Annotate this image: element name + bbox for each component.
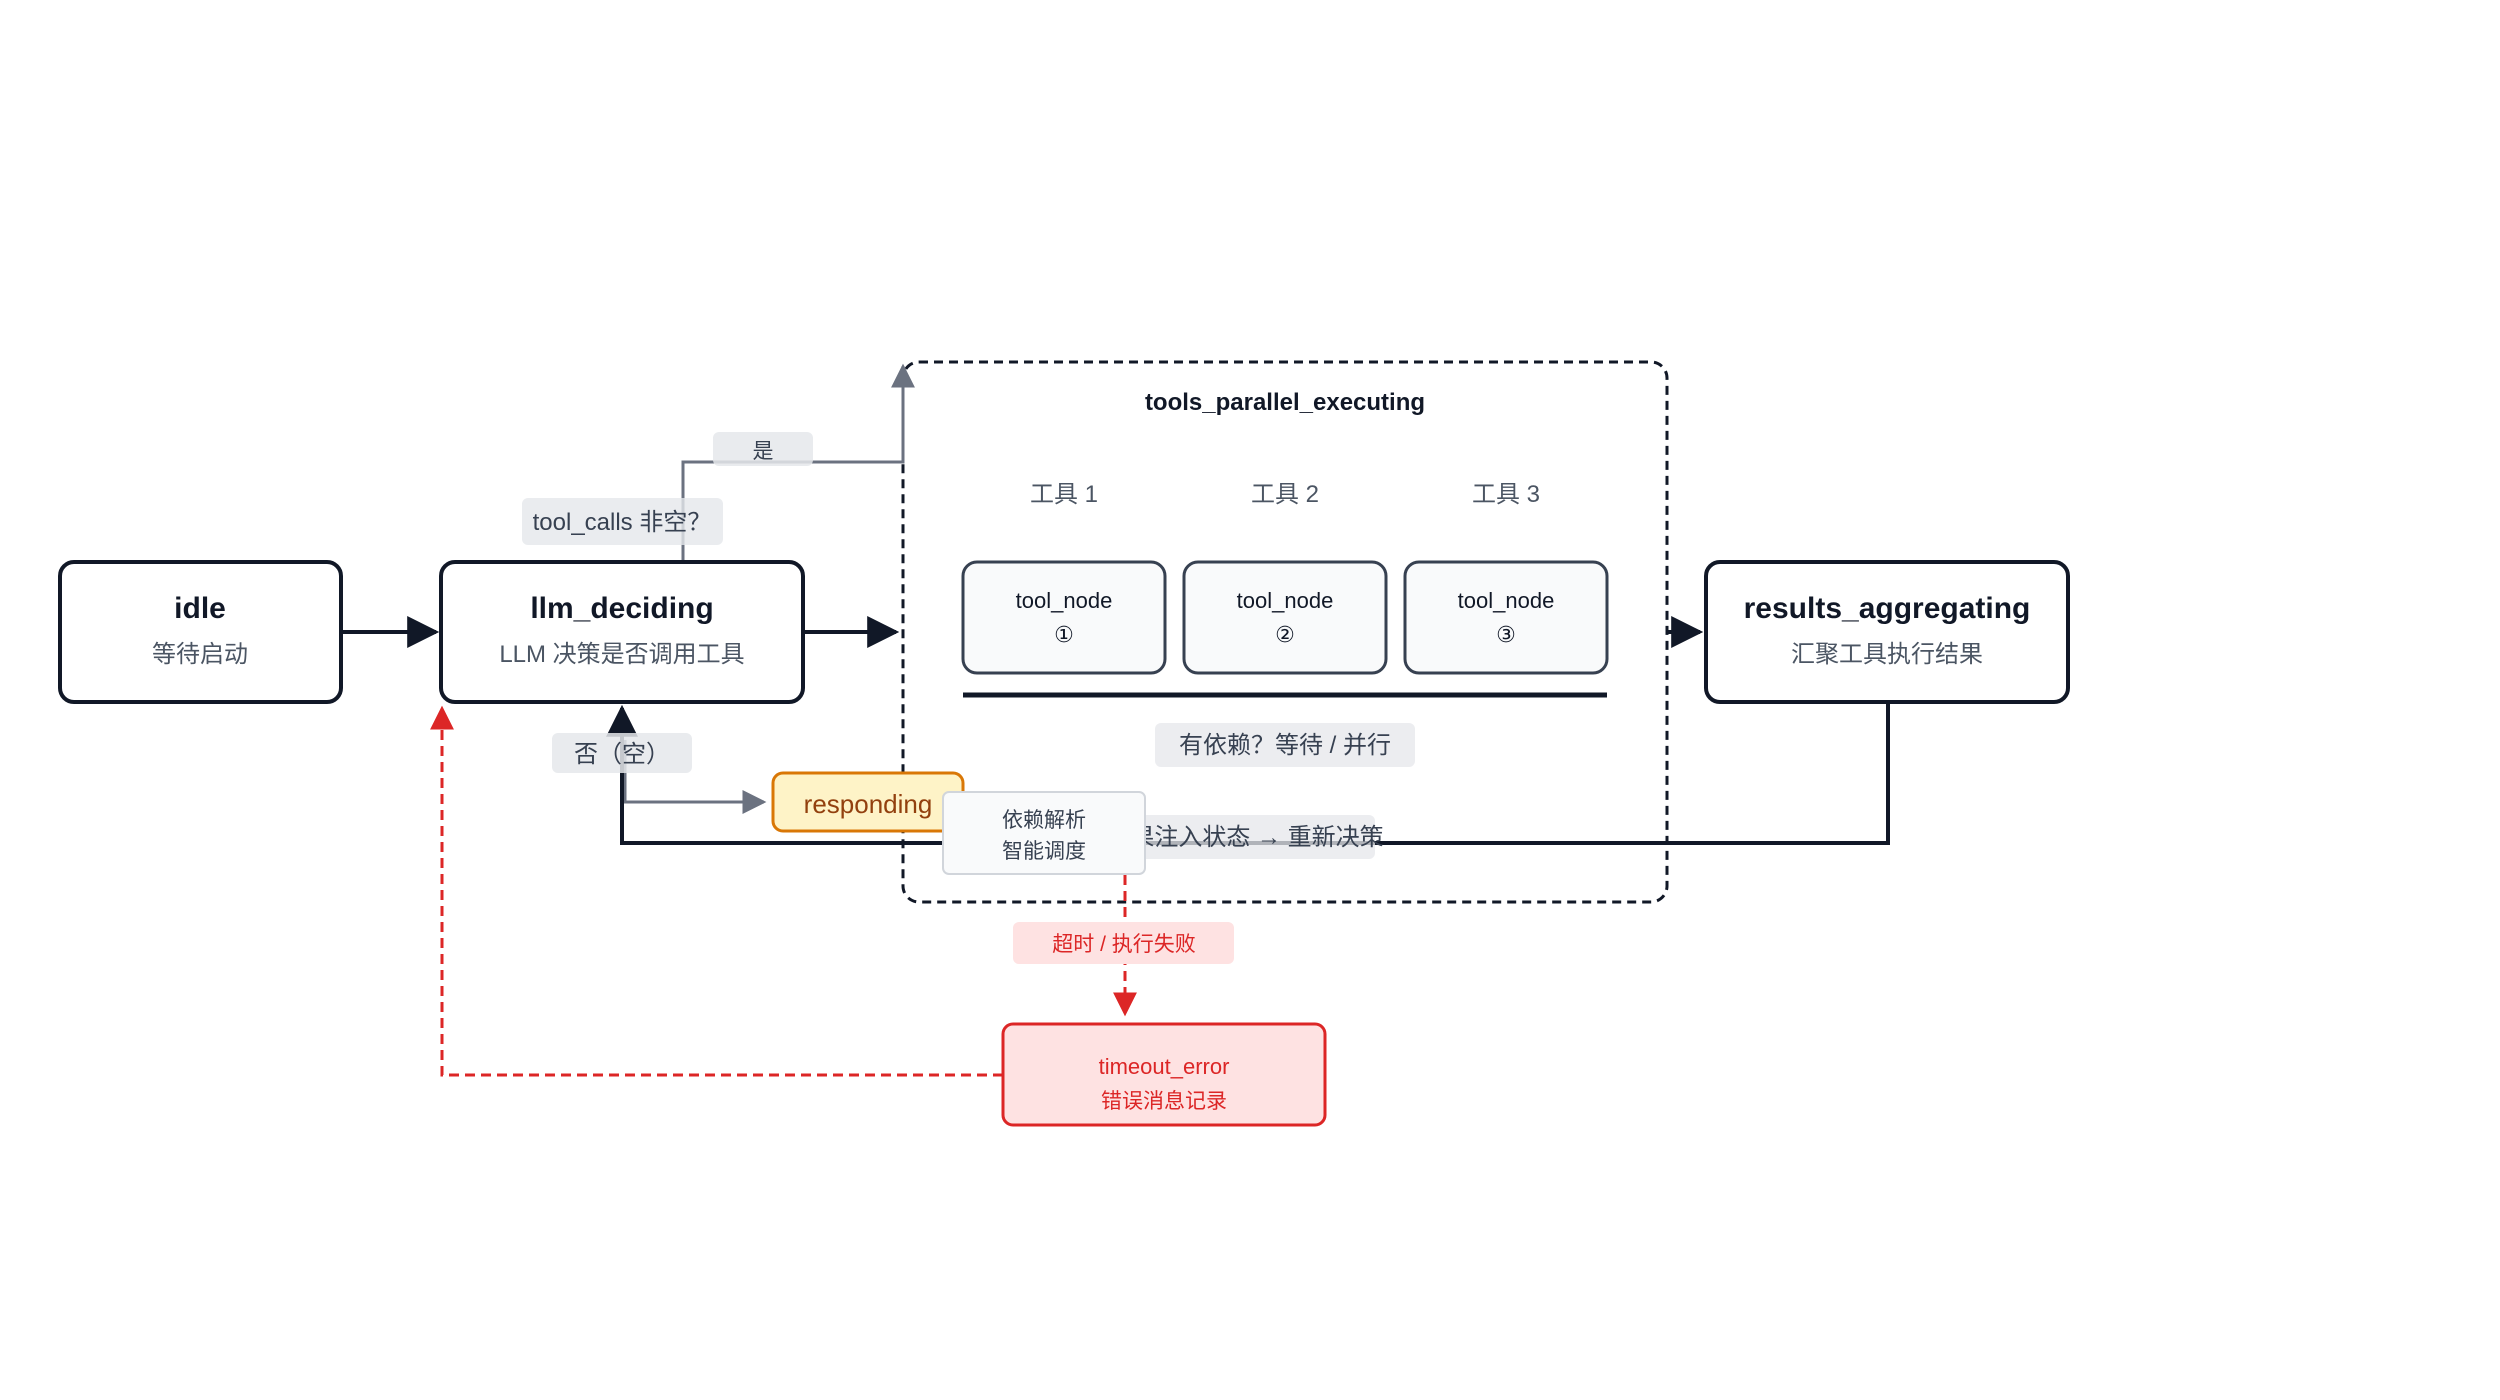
tool-node-3-index: ③ — [1496, 622, 1516, 647]
tool-node-1-index: ① — [1054, 622, 1074, 647]
tool-2-header: 工具 2 — [1251, 481, 1319, 508]
tools-parallel-cluster: tools_parallel_executing 工具 1 工具 2 工具 3 … — [901, 360, 1669, 904]
scheduler-line-1: 依赖解析 — [1002, 809, 1086, 832]
scheduler-box: 依赖解析 智能调度 — [942, 791, 1146, 875]
tool-node-3-name: tool_node — [1458, 588, 1555, 613]
node-timeout-subtitle: 错误消息记录 — [1101, 1090, 1227, 1113]
tool-node-2-index: ② — [1275, 622, 1295, 647]
node-results-aggregating[interactable]: results_aggregating 汇聚工具执行结果 — [1704, 560, 2070, 704]
node-results-title: results_aggregating — [1744, 592, 2031, 625]
error-label: 超时 / 执行失败 — [1013, 922, 1234, 964]
tool-1-header: 工具 1 — [1030, 481, 1098, 508]
tool-node-1-name: tool_node — [1016, 588, 1113, 613]
node-idle-subtitle: 等待启动 — [152, 641, 248, 668]
error-label-text: 超时 / 执行失败 — [1052, 933, 1196, 956]
node-responding[interactable]: responding — [771, 771, 965, 833]
no-label-text: 否（空） — [574, 741, 670, 768]
tool-node-3[interactable]: tool_node ③ — [1403, 560, 1609, 675]
tool-node-1[interactable]: tool_node ① — [961, 560, 1167, 675]
feedback-label: 结果注入状态 → 重新决策 — [1106, 824, 1383, 851]
node-llm-deciding[interactable]: llm_deciding LLM 决策是否调用工具 — [439, 560, 805, 704]
node-responding-label: responding — [804, 789, 933, 819]
tool-calls-question-label: tool_calls 非空？ — [522, 498, 723, 545]
join-label: 有依赖？等待 / 并行 — [1179, 732, 1391, 759]
node-llm-subtitle: LLM 决策是否调用工具 — [499, 641, 744, 668]
scheduler-line-2: 智能调度 — [1002, 840, 1086, 863]
node-llm-title: llm_deciding — [530, 592, 713, 625]
join-label-chip — [1155, 723, 1415, 767]
feedback-label-chip — [1115, 815, 1375, 859]
no-label: 否（空） — [552, 733, 692, 773]
tool-node-2[interactable]: tool_node ② — [1182, 560, 1388, 675]
tool-3-header: 工具 3 — [1472, 481, 1540, 508]
tool-calls-question-text: tool_calls 非空？ — [533, 509, 712, 536]
node-timeout-title: timeout_error — [1099, 1054, 1230, 1079]
yes-label-text: 是 — [753, 440, 774, 463]
node-idle[interactable]: idle 等待启动 — [58, 560, 343, 704]
yes-label: 是 — [713, 432, 813, 466]
cluster-title: tools_parallel_executing — [1145, 389, 1425, 416]
node-idle-title: idle — [174, 592, 226, 625]
edge-timeout-to-llm — [430, 705, 1003, 1077]
node-results-subtitle: 汇聚工具执行结果 — [1791, 641, 1983, 668]
node-timeout-error[interactable]: timeout_error 错误消息记录 — [1001, 1022, 1327, 1127]
tool-node-2-name: tool_node — [1237, 588, 1334, 613]
